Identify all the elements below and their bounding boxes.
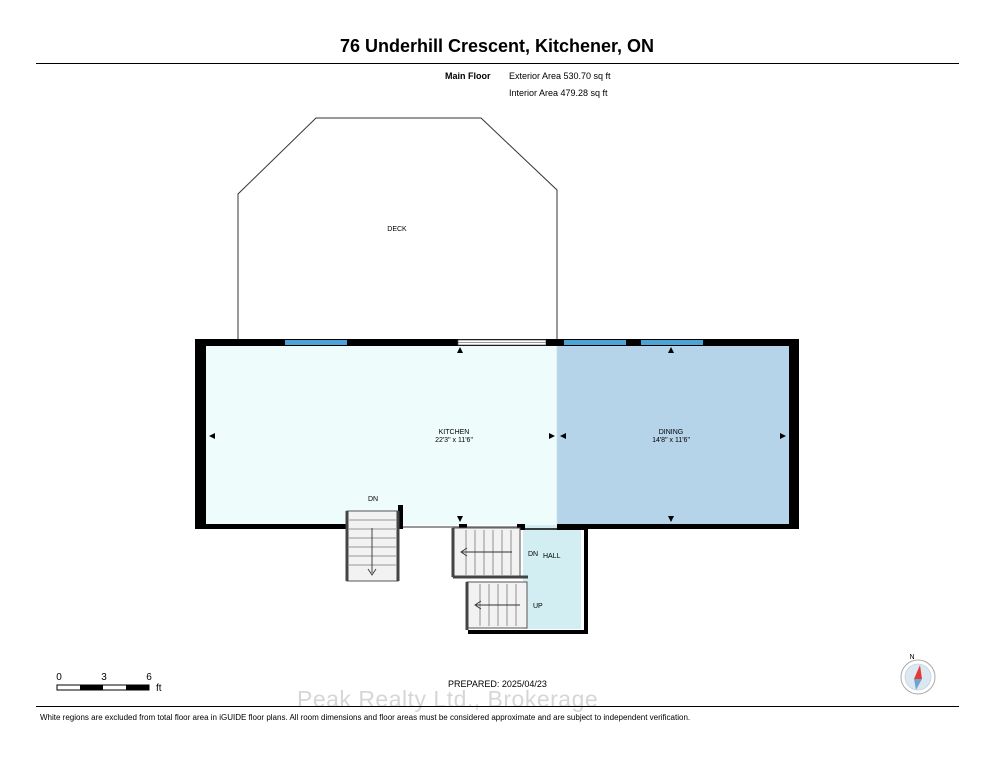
compass-icon (900, 659, 936, 695)
page-title: 76 Underhill Crescent, Kitchener, ON (339, 36, 655, 56)
disclaimer: White regions are excluded from total fl… (40, 713, 691, 722)
watermark: Peak Realty Ltd., Brokerage (297, 686, 599, 712)
hall-area (523, 525, 581, 629)
hall-outline (468, 526, 588, 634)
window-kitchen (285, 340, 347, 345)
door-post (546, 339, 557, 346)
hall-wall-post-1 (459, 524, 467, 530)
window-dining-2 (641, 340, 703, 345)
interior-area: Interior Area 479.28 sq ft (509, 88, 608, 98)
floor-name: Main Floor (445, 71, 491, 81)
stair-up-hall-label: UP (533, 603, 543, 610)
wall-west (195, 339, 206, 529)
scale-tick-0: 0 (56, 672, 62, 683)
hall-label: HALL (543, 553, 561, 560)
kitchen-area (206, 346, 557, 525)
wall-east (789, 339, 799, 529)
dining-label: DINING (659, 429, 684, 436)
kitchen-label: KITCHEN (439, 429, 470, 436)
compass-north-label: N (909, 654, 914, 661)
wall-south-right (557, 524, 799, 529)
deck-label: DECK (387, 226, 407, 233)
exterior-area: Exterior Area 530.70 sq ft (509, 71, 611, 81)
scale-bar (56, 684, 150, 691)
prepared-date: PREPARED: 2025/04/23 (448, 679, 547, 689)
stair-dn-hall-label: DN (528, 551, 538, 558)
hall-wall-post-2 (517, 524, 525, 530)
scale-unit: ft (156, 683, 162, 694)
footer-rule (36, 706, 959, 707)
dimension-arrows (209, 347, 786, 522)
stair-up-hall (465, 581, 528, 630)
dining-area (557, 346, 789, 525)
stair-dn-left-label: DN (368, 496, 378, 503)
kitchen-dims: 22'3" x 11'6" (435, 437, 473, 444)
dining-dims: 14'8" x 11'6" (652, 437, 690, 444)
scale-tick-6: 6 (146, 672, 152, 683)
wall-south-mid (398, 505, 403, 529)
stair-down-left (345, 510, 400, 582)
stair-down-hall (451, 527, 528, 579)
wall-south-left (195, 524, 347, 529)
header-rule (36, 63, 959, 64)
scale-tick-3: 3 (101, 672, 107, 683)
window-dining-1 (564, 340, 626, 345)
